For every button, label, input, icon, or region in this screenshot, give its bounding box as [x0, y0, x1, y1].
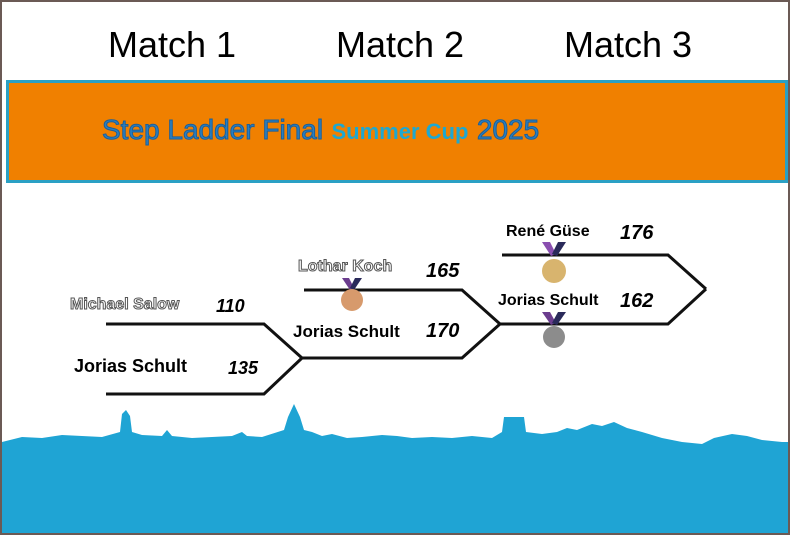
match3-bottom-score: 162	[620, 290, 654, 312]
match-2-heading: Match 2	[335, 24, 465, 65]
match1-bottom-score: 135	[228, 358, 259, 378]
gold-medal-icon	[540, 242, 568, 284]
city-skyline	[2, 404, 788, 533]
match1-bottom-player: Jorias Schult	[74, 356, 188, 376]
banner-title: Step Ladder Final	[101, 114, 324, 146]
banner-subtitle: Summer Cup	[331, 119, 469, 144]
match3-top-player: René Güse	[506, 223, 590, 240]
match1-top-player: Michael Salow	[69, 296, 180, 314]
banner-year: 2025	[476, 114, 540, 146]
match-1-heading: Match 1	[107, 24, 237, 65]
title-banner	[6, 80, 788, 183]
bronze-medal-icon	[340, 278, 364, 312]
match-3-heading: Match 3	[563, 24, 693, 65]
match2-bottom-player: Jorias Schult	[293, 322, 400, 341]
match2-top-player: Lothar Koch	[297, 258, 393, 276]
match1-top-score: 110	[216, 296, 245, 316]
banner-text: Step Ladder Final Summer Cup 2025	[101, 114, 540, 146]
match2-top-line	[304, 288, 502, 326]
silver-medal-icon	[540, 312, 568, 348]
match3-top-score: 176	[620, 222, 654, 244]
match3-top-line	[502, 253, 708, 291]
match1-bottom-line	[106, 356, 304, 396]
match2-top-score: 165	[426, 260, 460, 282]
match3-bottom-player: Jorias Schult	[498, 292, 599, 309]
match2-bottom-line	[302, 322, 502, 360]
match1-top-line	[106, 322, 304, 360]
match2-bottom-score: 170	[426, 320, 460, 342]
